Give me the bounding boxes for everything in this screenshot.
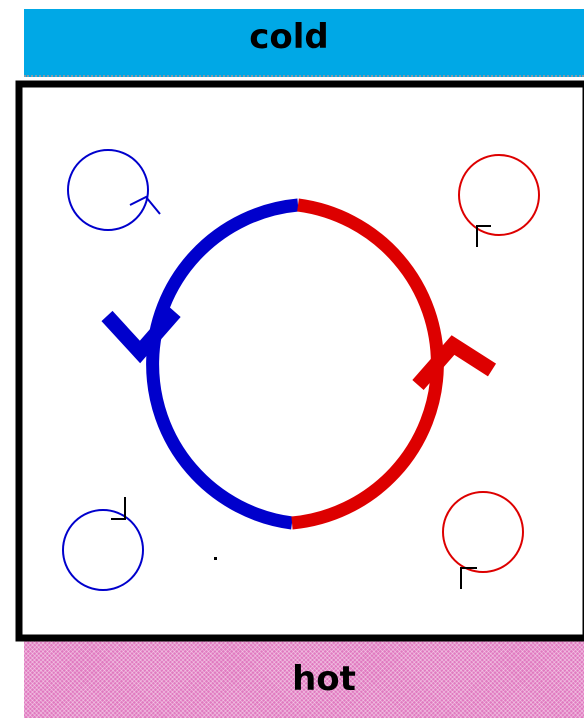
stray-dot [214,557,217,560]
container-frame [19,84,584,638]
